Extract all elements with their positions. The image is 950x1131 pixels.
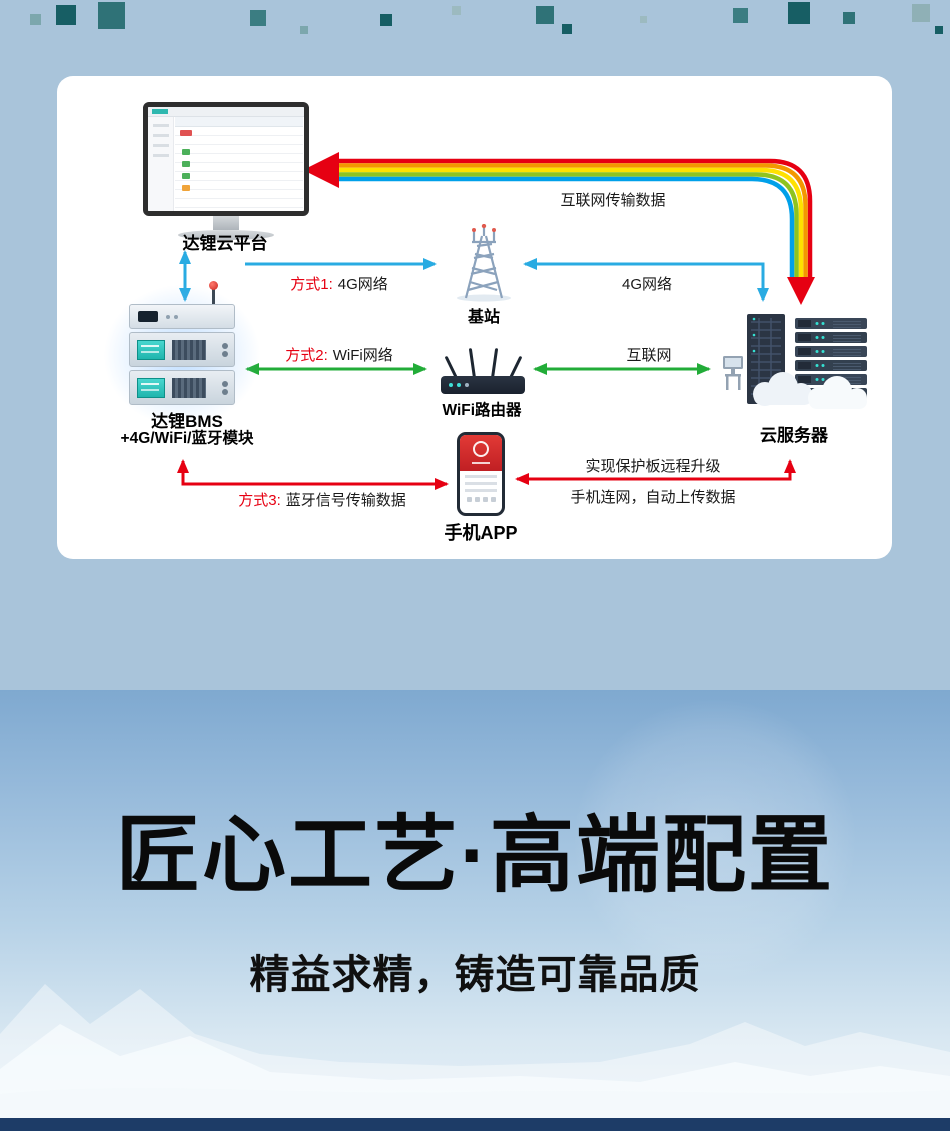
dot xyxy=(300,26,308,34)
method3-label: 方式3:蓝牙信号传输数据 xyxy=(238,489,406,510)
router-label: WiFi路由器 xyxy=(442,402,522,419)
monitor-green-chip xyxy=(182,149,190,155)
dot xyxy=(30,14,41,25)
moon-decoration xyxy=(575,700,855,980)
method2-label: 方式2:WiFi网络 xyxy=(285,344,393,365)
cloud-platform-label: 达锂云平台 xyxy=(182,234,268,253)
dot xyxy=(912,4,930,22)
phone-app-screen xyxy=(460,435,502,471)
dot xyxy=(98,2,125,29)
method3-prefix: 方式3: xyxy=(238,492,281,509)
method1-prefix: 方式1: xyxy=(290,276,333,293)
bms-module xyxy=(129,332,235,367)
dot xyxy=(843,12,855,24)
method1-label: 方式1:4G网络 xyxy=(290,273,388,294)
monitor-logo-chip xyxy=(152,109,168,114)
top-dots-decoration xyxy=(0,0,950,50)
bms-button xyxy=(174,315,178,319)
bottom-bar xyxy=(0,1118,950,1131)
cloud-platform-monitor xyxy=(143,102,309,240)
cloud-server-label: 云服务器 xyxy=(760,426,828,445)
hero-title: 匠心工艺·高端配置 xyxy=(116,808,834,902)
dot xyxy=(733,8,748,23)
phone-gauge-line xyxy=(472,462,490,464)
monitor-stand xyxy=(213,215,239,230)
router-body xyxy=(441,376,525,394)
bms-module-port xyxy=(222,381,228,387)
router-led xyxy=(457,383,461,387)
remote-upgrade-text: 实现保护板远程升级 xyxy=(585,458,721,475)
bms-module-port xyxy=(222,343,228,349)
bms-antenna-icon xyxy=(209,281,218,306)
dot xyxy=(788,2,810,24)
method2-text: WiFi网络 xyxy=(332,347,393,364)
wifi-router-icon xyxy=(441,336,525,394)
right-4g-text: 4G网络 xyxy=(621,276,673,293)
bms-top-unit xyxy=(129,304,235,329)
internet-text: 互联网 xyxy=(626,347,672,364)
method3-text: 蓝牙信号传输数据 xyxy=(285,492,406,509)
monitor-green-chip xyxy=(182,173,190,179)
right-4g-label: 4G网络 xyxy=(622,273,672,294)
dot xyxy=(536,6,554,24)
base-station-label: 基站 xyxy=(467,309,501,326)
bms-module-vent xyxy=(172,378,206,398)
monitor-screen xyxy=(143,102,309,216)
dot xyxy=(380,14,392,26)
monitor-base xyxy=(178,230,274,240)
dot xyxy=(452,6,461,15)
router-antenna xyxy=(491,348,499,379)
bms-module-screen xyxy=(137,378,165,398)
diagram-card: 达锂云平台 互联网传输数据 基站 方式1:4G网络 4G网络 xyxy=(57,76,892,559)
hero-section: 匠心工艺·高端配置 精益求精，铸造可靠品质 xyxy=(0,690,950,1119)
phone-icon xyxy=(457,432,505,516)
monitor-orange-chip xyxy=(182,185,190,191)
internet-transfer-label: 互联网传输数据 xyxy=(560,189,665,210)
mountains-decoration xyxy=(0,984,950,1119)
dot xyxy=(562,24,572,34)
monitor-table xyxy=(175,127,303,210)
bms-device xyxy=(103,281,261,427)
bms-module-screen xyxy=(137,340,165,360)
dot xyxy=(250,10,266,26)
monitor-toolbar xyxy=(148,107,304,117)
cloud-server-icon xyxy=(721,306,871,419)
dot xyxy=(56,5,76,25)
phone-label: 手机APP xyxy=(444,523,518,543)
bms-label-line2: +4G/WiFi/蓝牙模块 xyxy=(120,430,254,447)
phone-icon-row xyxy=(460,497,502,502)
method2-prefix: 方式2: xyxy=(285,347,328,364)
connection-arrows xyxy=(177,152,815,490)
dot xyxy=(935,26,943,34)
router-antenna xyxy=(468,348,476,379)
dot xyxy=(640,16,647,23)
base-station-icon xyxy=(451,223,517,307)
monitor-sidebar xyxy=(148,117,174,211)
method1-text: 4G网络 xyxy=(337,276,388,293)
remote-upgrade-label: 实现保护板远程升级 xyxy=(585,455,720,476)
router-led xyxy=(465,383,469,387)
phone-text-rows xyxy=(460,475,502,492)
monitor-table-header xyxy=(175,117,303,127)
monitor-green-chip xyxy=(182,161,190,167)
internet-transfer-text: 互联网传输数据 xyxy=(560,192,666,209)
bms-module-vent xyxy=(172,340,206,360)
bms-mini-screen xyxy=(138,311,158,322)
auto-upload-text: 手机连网，自动上传数据 xyxy=(570,489,736,506)
bms-module xyxy=(129,370,235,405)
internet-label: 互联网 xyxy=(626,344,671,365)
bms-button xyxy=(166,315,170,319)
phone-gauge-icon xyxy=(473,441,489,457)
monitor-red-chip xyxy=(180,130,192,136)
bms-label-line1: 达锂BMS xyxy=(151,412,223,431)
auto-upload-label: 手机连网，自动上传数据 xyxy=(570,486,735,507)
router-led xyxy=(449,383,453,387)
hero-subtitle: 精益求精，铸造可靠品质 xyxy=(249,953,701,997)
